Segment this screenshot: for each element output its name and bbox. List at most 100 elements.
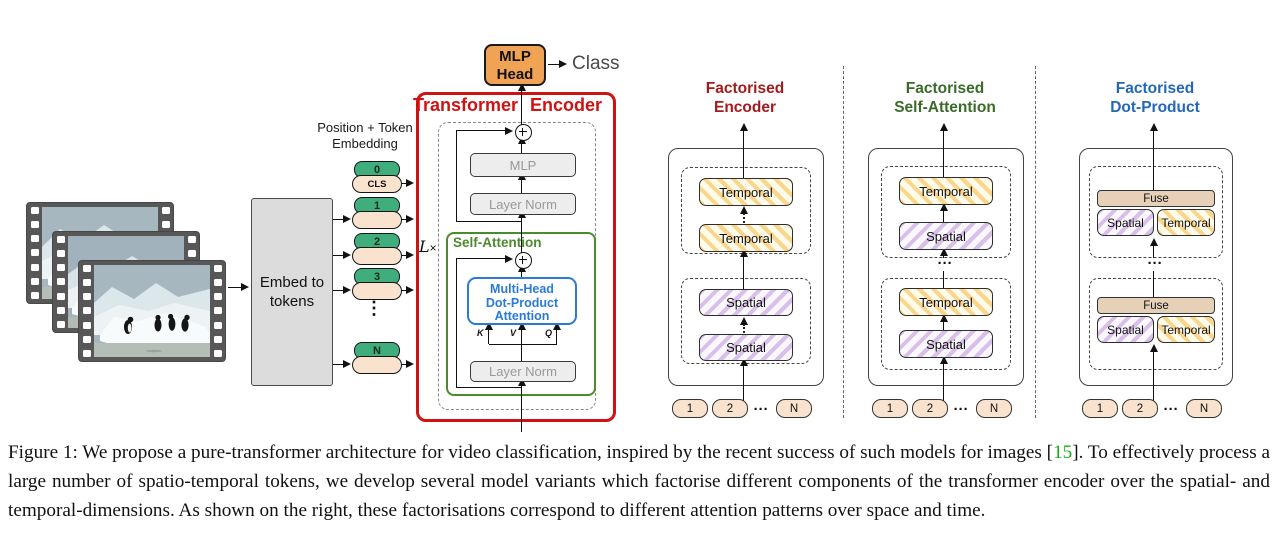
figure-caption: Figure 1: We propose a pure-transformer … xyxy=(8,438,1270,525)
arrow-video-to-embed xyxy=(228,287,242,288)
input-flow-line xyxy=(521,384,522,432)
video-frame-front xyxy=(78,260,226,362)
token-pill xyxy=(352,282,402,300)
fused-attention-group-box xyxy=(1089,166,1223,258)
arrow-token-to-encoder xyxy=(401,290,408,291)
flow-line xyxy=(488,329,489,344)
temporal-block: Temporal xyxy=(699,224,793,252)
token-pill xyxy=(352,356,402,374)
layer-ellipsis: ··· xyxy=(1147,255,1163,272)
output-flow-line xyxy=(743,127,744,178)
transformer-encoder-title: Encoder xyxy=(530,95,603,115)
input-flow-line xyxy=(743,362,744,403)
arrowhead xyxy=(739,317,748,325)
input-flow-line xyxy=(943,360,944,403)
flow-line xyxy=(521,344,522,362)
flow-line xyxy=(1153,271,1154,297)
class-output-label: Class xyxy=(572,53,620,74)
fuse-block: Fuse xyxy=(1097,190,1215,207)
output-flow-line xyxy=(943,127,944,177)
factorised-dot-product-model-box xyxy=(1079,148,1233,386)
arrow-embed-to-token xyxy=(331,219,345,220)
arrow-token-to-encoder xyxy=(401,255,408,256)
temporal-block: Temporal xyxy=(1157,209,1215,236)
residual-line xyxy=(456,221,522,222)
input-token-1: 1 xyxy=(1082,399,1118,418)
column-separator xyxy=(843,66,844,418)
spatial-block: Spatial xyxy=(699,289,793,316)
arrowhead xyxy=(939,356,948,364)
arrowhead xyxy=(406,359,414,368)
embed-to-tokens-box: Embed to tokens xyxy=(251,198,333,386)
arrow-token-to-encoder xyxy=(401,183,408,184)
arrowhead xyxy=(343,285,351,294)
token-pill xyxy=(352,247,402,265)
arrowhead xyxy=(739,358,748,366)
flow-line xyxy=(1153,244,1154,258)
kvq-bracket-line xyxy=(489,344,557,345)
arrowhead xyxy=(241,282,249,291)
input-flow-line xyxy=(1153,349,1154,403)
arrowhead xyxy=(343,214,351,223)
flow-line xyxy=(556,329,557,344)
arrowhead xyxy=(406,178,414,187)
fuse-block: Fuse xyxy=(1097,297,1215,314)
token-ellipsis: ··· xyxy=(753,401,769,418)
arrow-embed-to-token xyxy=(331,290,345,291)
flow-line xyxy=(943,319,944,330)
arrowhead xyxy=(343,250,351,259)
arrowhead xyxy=(559,59,567,68)
film-sprockets xyxy=(27,207,42,299)
flow-line xyxy=(521,86,522,126)
residual-add-icon xyxy=(515,124,532,141)
self-attention-label: Self-Attention xyxy=(453,235,542,250)
caption-text: Figure 1: We propose a pure-transformer … xyxy=(8,442,1054,463)
film-sprockets xyxy=(79,265,94,357)
caption-text: ]. To effectively process a large number… xyxy=(8,442,1270,521)
embed-box-label: tokens xyxy=(269,293,315,310)
arrowhead xyxy=(505,126,513,135)
film-sprockets xyxy=(53,236,68,328)
penguin-photo xyxy=(94,265,210,357)
residual-add-icon xyxy=(515,252,532,269)
flow-line xyxy=(943,254,944,258)
flow-line xyxy=(521,271,522,278)
arrow-token-to-encoder xyxy=(401,219,408,220)
arrowhead xyxy=(939,203,948,211)
query-label: Q xyxy=(545,328,553,338)
film-sprockets xyxy=(210,265,225,357)
residual-line xyxy=(456,130,457,221)
arrowhead xyxy=(1149,123,1158,131)
token-ellipsis: ⋮ xyxy=(365,298,383,318)
temporal-block: Temporal xyxy=(899,177,993,205)
input-token-N: N xyxy=(976,399,1012,418)
temporal-block: Temporal xyxy=(699,178,793,206)
arrowhead xyxy=(505,254,513,263)
flow-line xyxy=(521,179,522,193)
arrowhead xyxy=(1149,238,1158,246)
arrowhead xyxy=(739,206,748,214)
layer-ellipsis: ··· xyxy=(937,255,953,272)
spatial-block: Spatial xyxy=(899,330,993,358)
figure-1-diagram: Embed to tokens Position + Token Embeddi… xyxy=(26,44,1233,432)
input-token-1: 1 xyxy=(672,399,708,418)
position-pill-0: 0 xyxy=(354,161,400,178)
flow-line xyxy=(521,142,522,153)
dotted-flow-line xyxy=(743,324,745,333)
arrowhead xyxy=(517,83,526,91)
temporal-block: Temporal xyxy=(899,288,993,316)
arrowhead xyxy=(517,322,526,330)
arrowhead xyxy=(939,123,948,131)
input-token-1: 1 xyxy=(872,399,908,418)
dotted-flow-line xyxy=(743,213,745,223)
transformer-encoder-title: Transformer xyxy=(413,95,519,115)
input-token-2: 2 xyxy=(1122,399,1158,418)
input-token-2: 2 xyxy=(712,399,748,418)
arrowhead xyxy=(406,250,414,259)
arrowhead xyxy=(739,249,748,257)
flow-line xyxy=(521,329,522,345)
